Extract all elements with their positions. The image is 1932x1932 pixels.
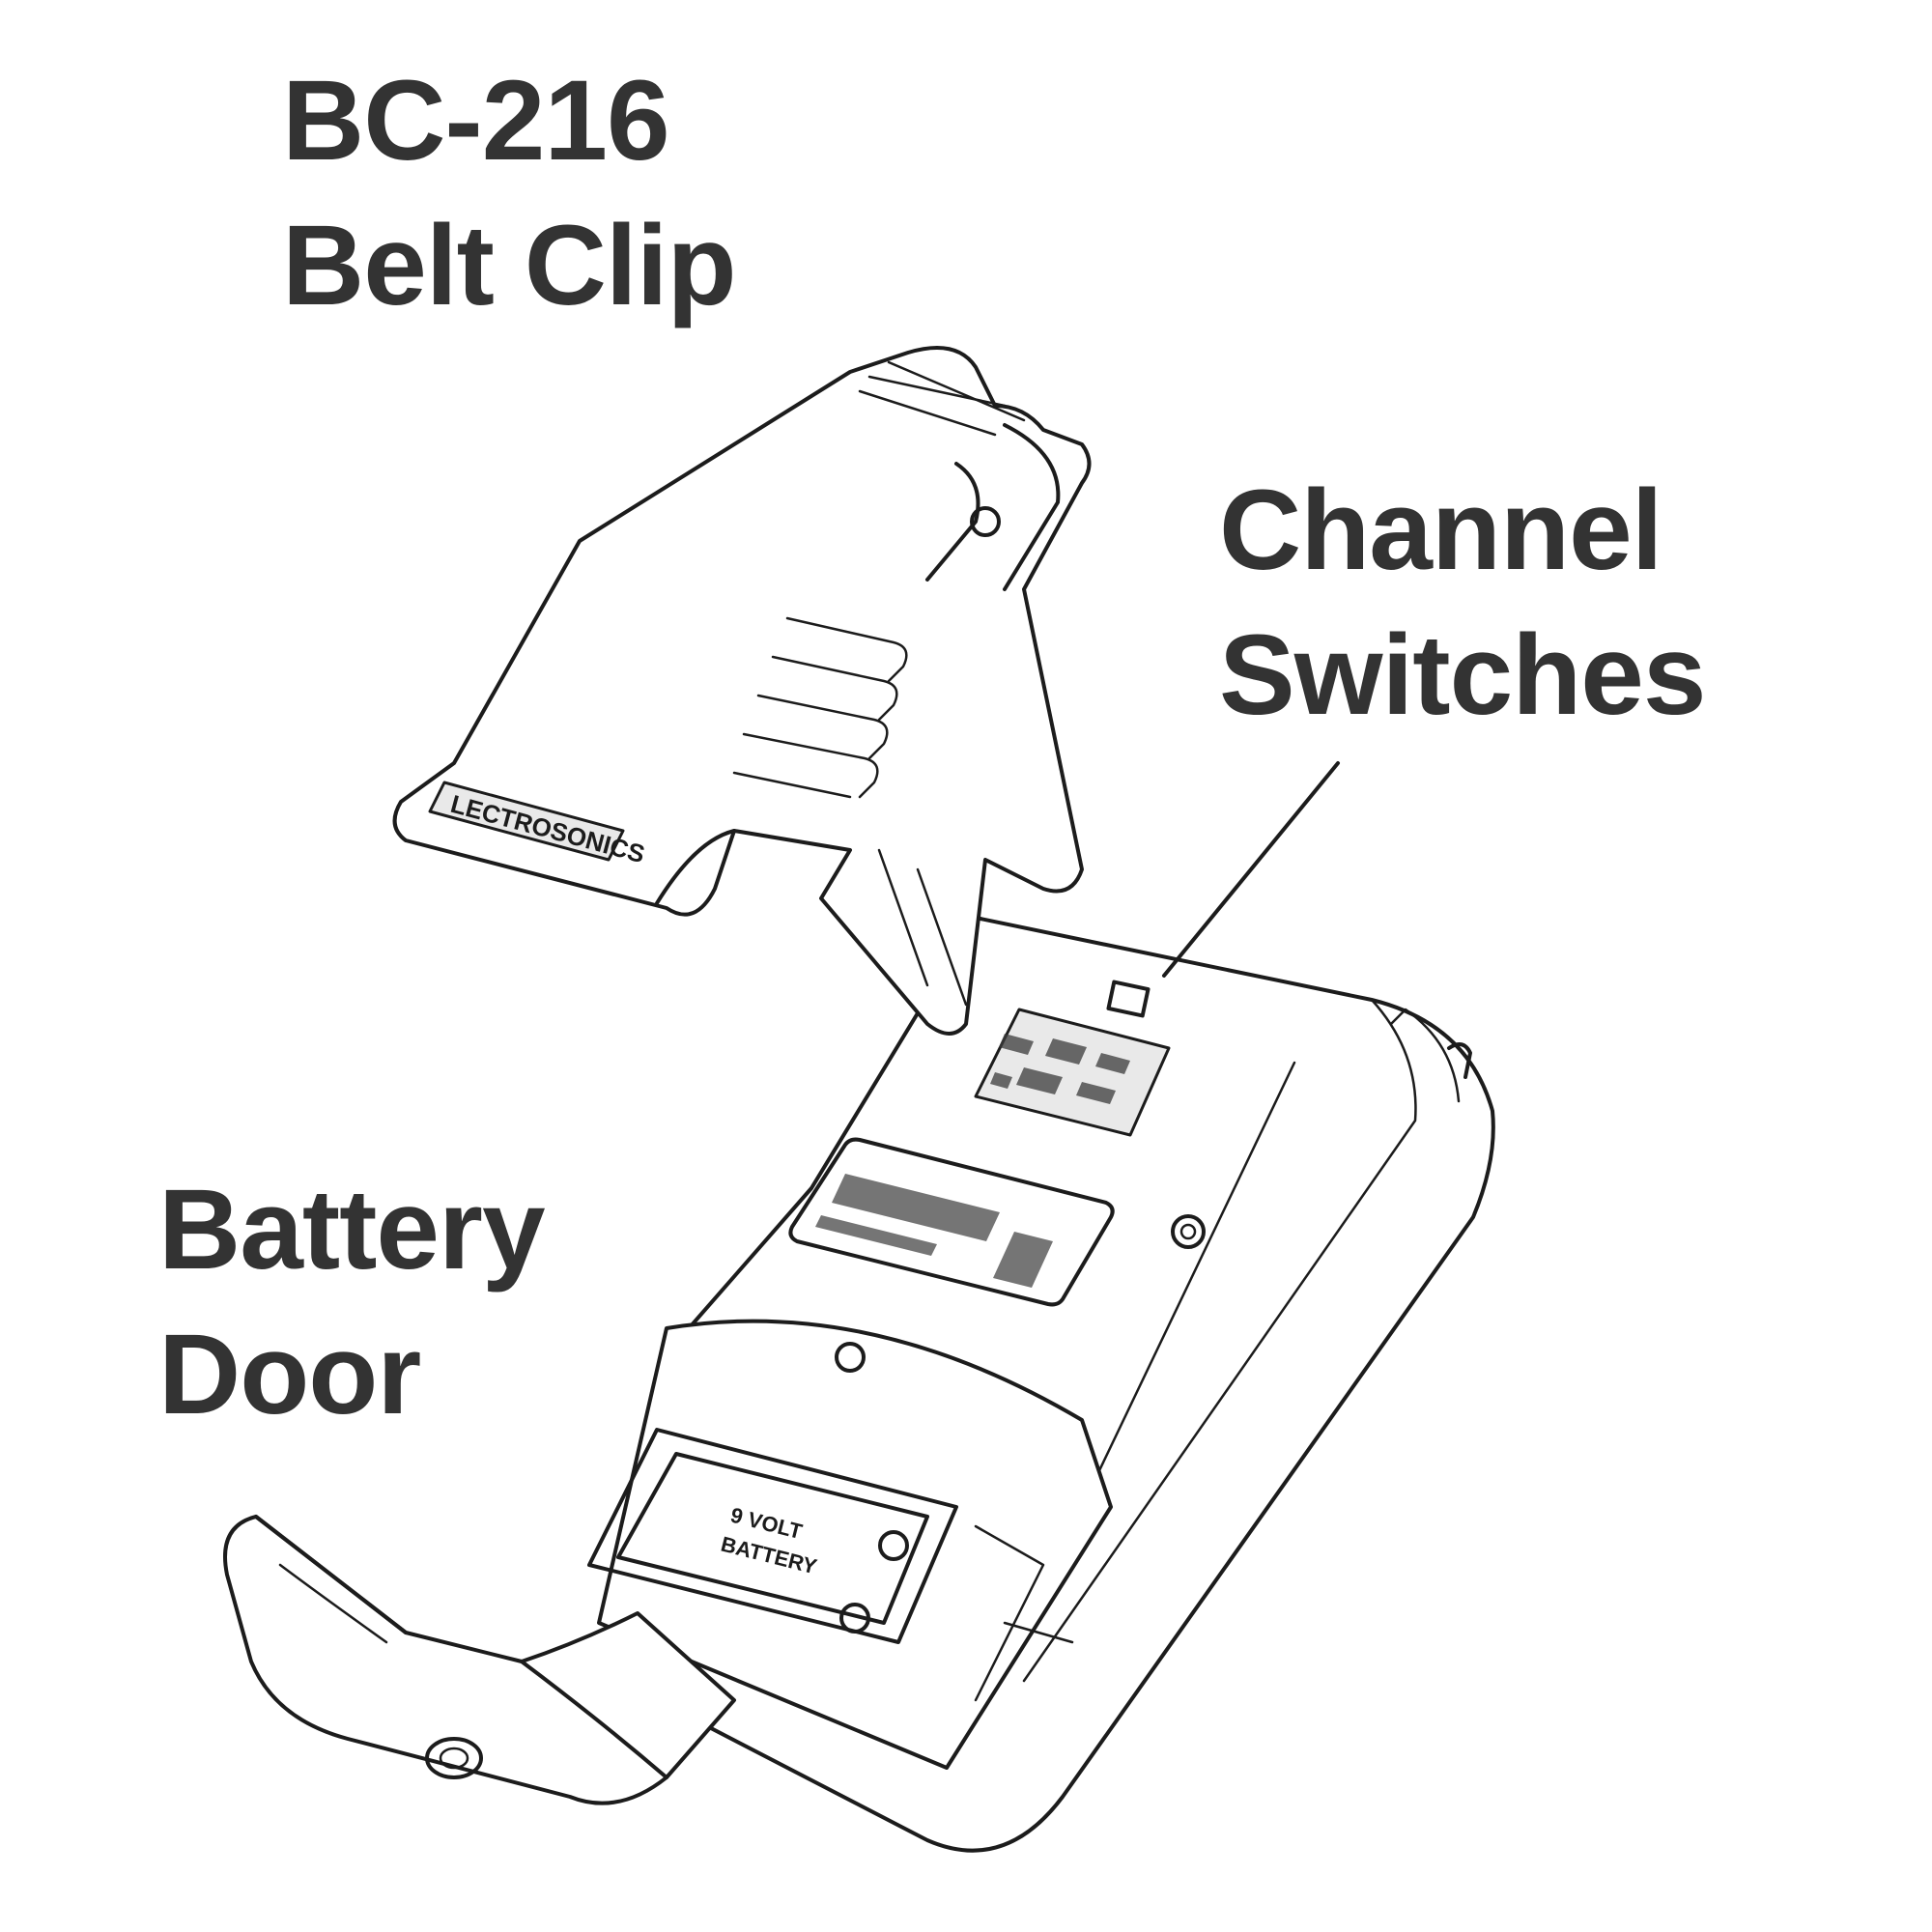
battery-door [223, 1515, 736, 1805]
battery-compartment: 9 VOLT BATTERY [587, 1319, 1113, 1770]
belt-clip-label-line1: BC-216 [282, 57, 670, 185]
battery-door-label: Battery Door [158, 1157, 546, 1447]
battery-door-label-line1: Battery [158, 1166, 546, 1293]
hinge-screw-icon [835, 1342, 866, 1373]
belt-clip: LECTROSONICS [392, 346, 1092, 1036]
qr-sticker [974, 1008, 1171, 1137]
channel-switches-label-line1: Channel [1219, 467, 1662, 594]
belt-clip-label: BC-216 Belt Clip [282, 48, 737, 338]
channel-switch-window [1106, 980, 1151, 1018]
battery-door-label-line2: Door [158, 1311, 421, 1438]
screw-icon [1171, 1214, 1206, 1249]
belt-clip-label-line2: Belt Clip [282, 202, 737, 329]
spec-label-sticker [788, 1137, 1115, 1307]
channel-switches-label: Channel Switches [1219, 458, 1707, 748]
channel-switches-leader-line [1162, 761, 1340, 978]
channel-switches-label-line2: Switches [1219, 611, 1707, 739]
